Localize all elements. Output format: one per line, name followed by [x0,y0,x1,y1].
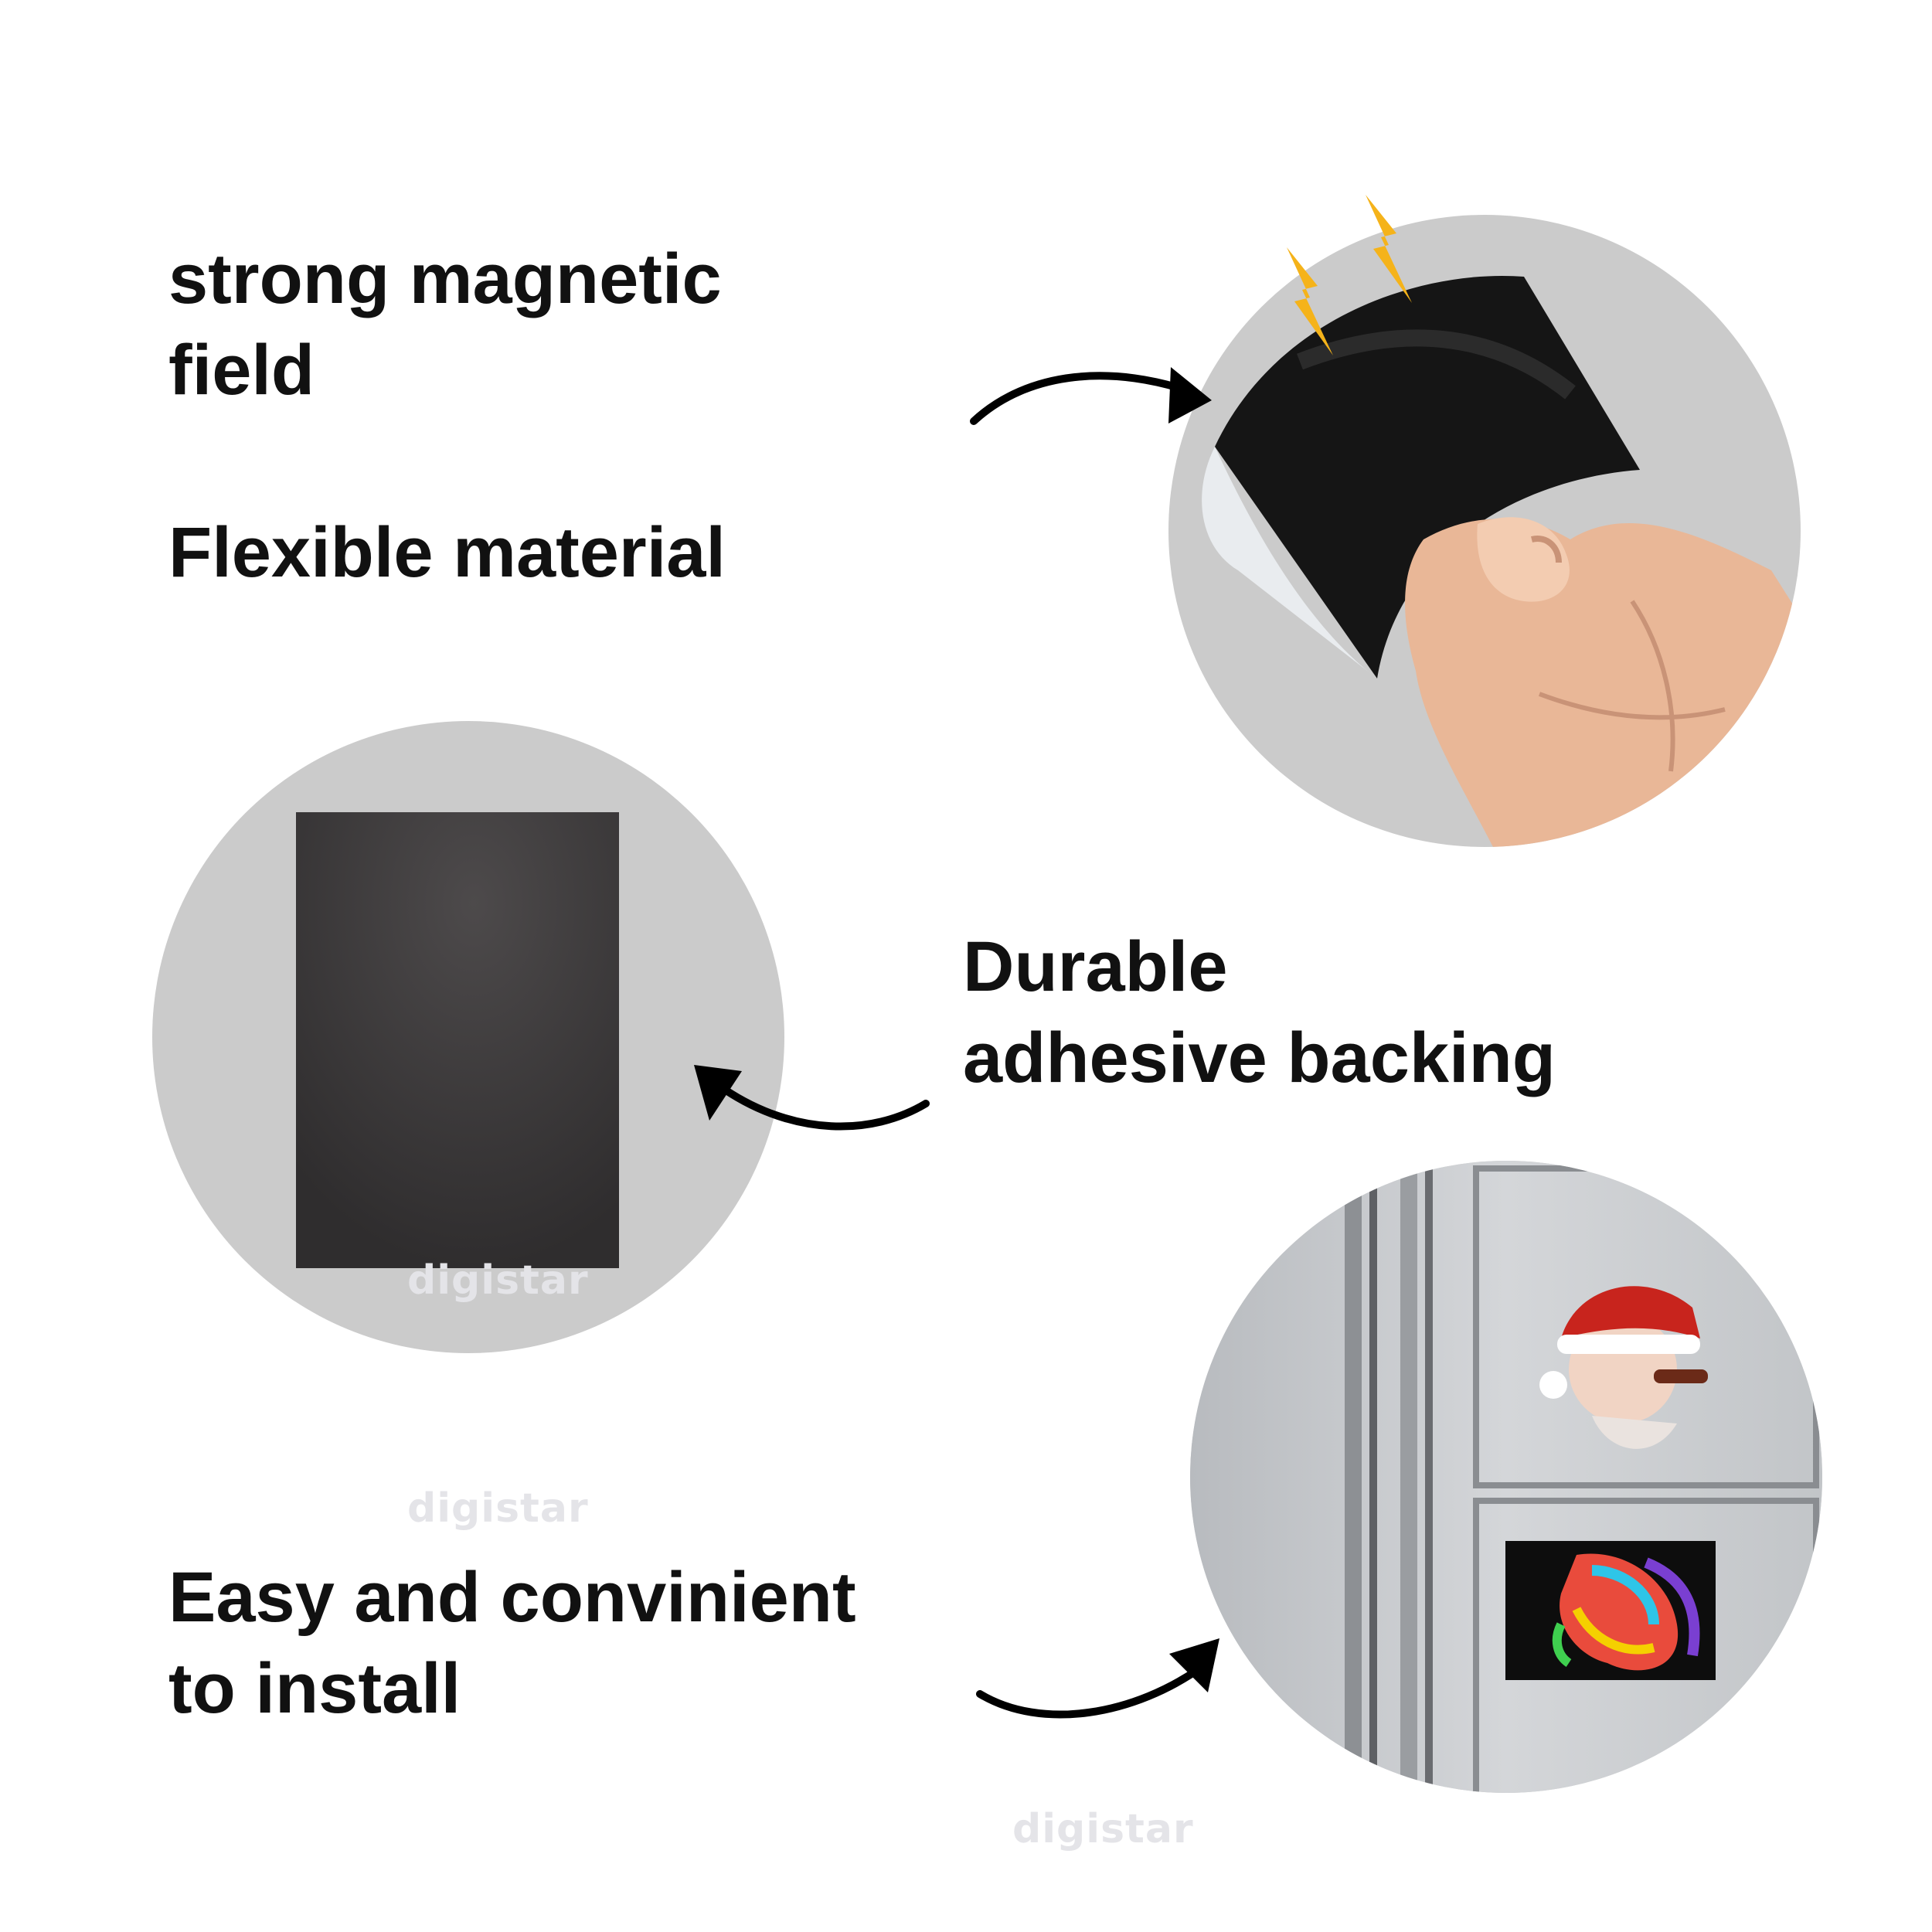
feature-magnetic-line2: field [168,331,315,410]
flexible-magnet-image [1168,215,1801,847]
feature-flexible-label: Flexible material [168,513,726,592]
feature-magnetic-line1: strong magnetic [168,240,722,318]
lightning-bolt-icon [1279,247,1349,355]
curved-arrow-icon [679,1043,941,1151]
feature-install-line1: Easy and convinient [168,1558,856,1637]
feature-durable-adhesive: Durable adhesive backing [963,921,1556,1104]
lightning-bolt-icon [1358,195,1427,303]
feature-install-line2: to install [168,1649,461,1728]
feature-durable-line1: Durable [963,927,1228,1006]
feature-easy-install: Easy and convinient to install [168,1552,856,1734]
watermark-bottom: digistar [1012,1806,1194,1852]
curved-arrow-icon [966,355,1229,456]
fridge-magnets-image [1190,1161,1822,1793]
magnet-sheet-image [152,721,784,1353]
feature-flexible-material: Flexible material [168,507,726,598]
curved-arrow-icon [972,1623,1235,1739]
feature-strong-magnetic-field: strong magnetic field [168,233,722,416]
watermark-middle: digistar [407,1485,589,1532]
feature-durable-line2: adhesive backing [963,1019,1556,1097]
watermark-sheet: digistar [407,1257,589,1304]
